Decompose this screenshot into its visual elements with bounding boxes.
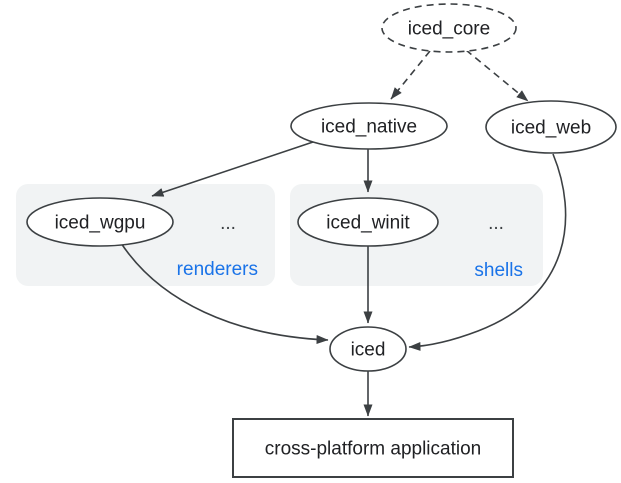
node-iced-native <box>290 102 448 150</box>
renderers-group-label: renderers <box>177 259 258 280</box>
node-iced-wgpu-label: iced_wgpu <box>55 213 146 234</box>
node-cross-platform-application <box>232 418 514 478</box>
node-iced-core <box>381 3 517 53</box>
edge-iced-web-to-iced <box>408 153 567 351</box>
edge-iced-core-to-iced-web <box>465 49 529 102</box>
shells-ellipsis: ... <box>488 213 504 234</box>
node-iced-winit <box>297 197 439 247</box>
shells-group-label: shells <box>474 260 523 281</box>
node-iced-web-label: iced_web <box>511 118 591 139</box>
node-iced <box>329 326 407 372</box>
node-iced-core-label: iced_core <box>408 19 490 40</box>
edge-iced-core-to-iced-native <box>390 50 431 100</box>
edge-iced-native-to-iced-wgpu <box>151 141 314 197</box>
node-iced-wgpu <box>26 197 174 247</box>
renderers-ellipsis: ... <box>220 213 236 234</box>
node-iced-label: iced <box>351 340 386 361</box>
node-iced-native-label: iced_native <box>321 117 417 138</box>
node-iced-web <box>485 100 617 154</box>
edge-iced-wgpu-to-iced <box>120 242 329 344</box>
node-cross-platform-application-label: cross-platform application <box>265 439 481 460</box>
node-iced-winit-label: iced_winit <box>326 213 410 234</box>
